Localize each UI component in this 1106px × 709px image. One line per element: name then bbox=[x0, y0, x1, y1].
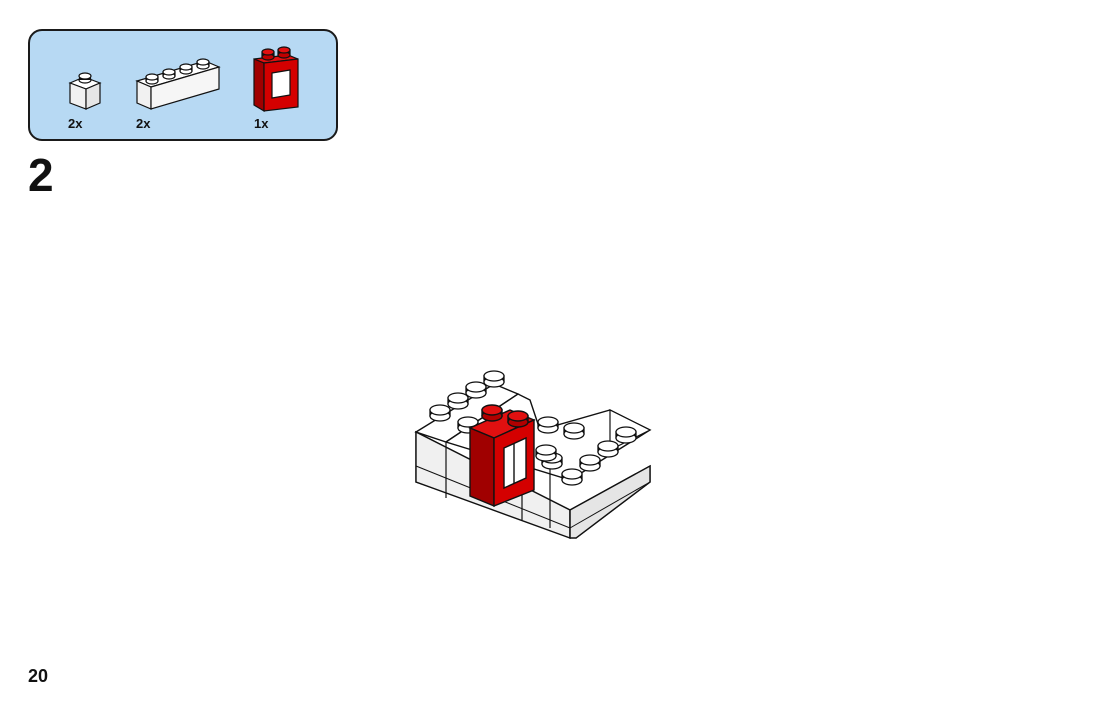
part-quantity: 2x bbox=[68, 116, 83, 131]
assembly-illustration bbox=[410, 370, 660, 555]
part-quantity: 1x bbox=[254, 116, 269, 131]
window-frame-icon bbox=[248, 45, 304, 115]
step-number: 2 bbox=[28, 149, 54, 201]
brick-1x1-icon bbox=[68, 71, 104, 113]
brick-1x4-icon bbox=[135, 53, 221, 111]
page-number: 20 bbox=[28, 666, 49, 686]
part-quantity: 2x bbox=[136, 116, 151, 131]
parts-callout: 2x 2x 1x bbox=[28, 29, 338, 141]
